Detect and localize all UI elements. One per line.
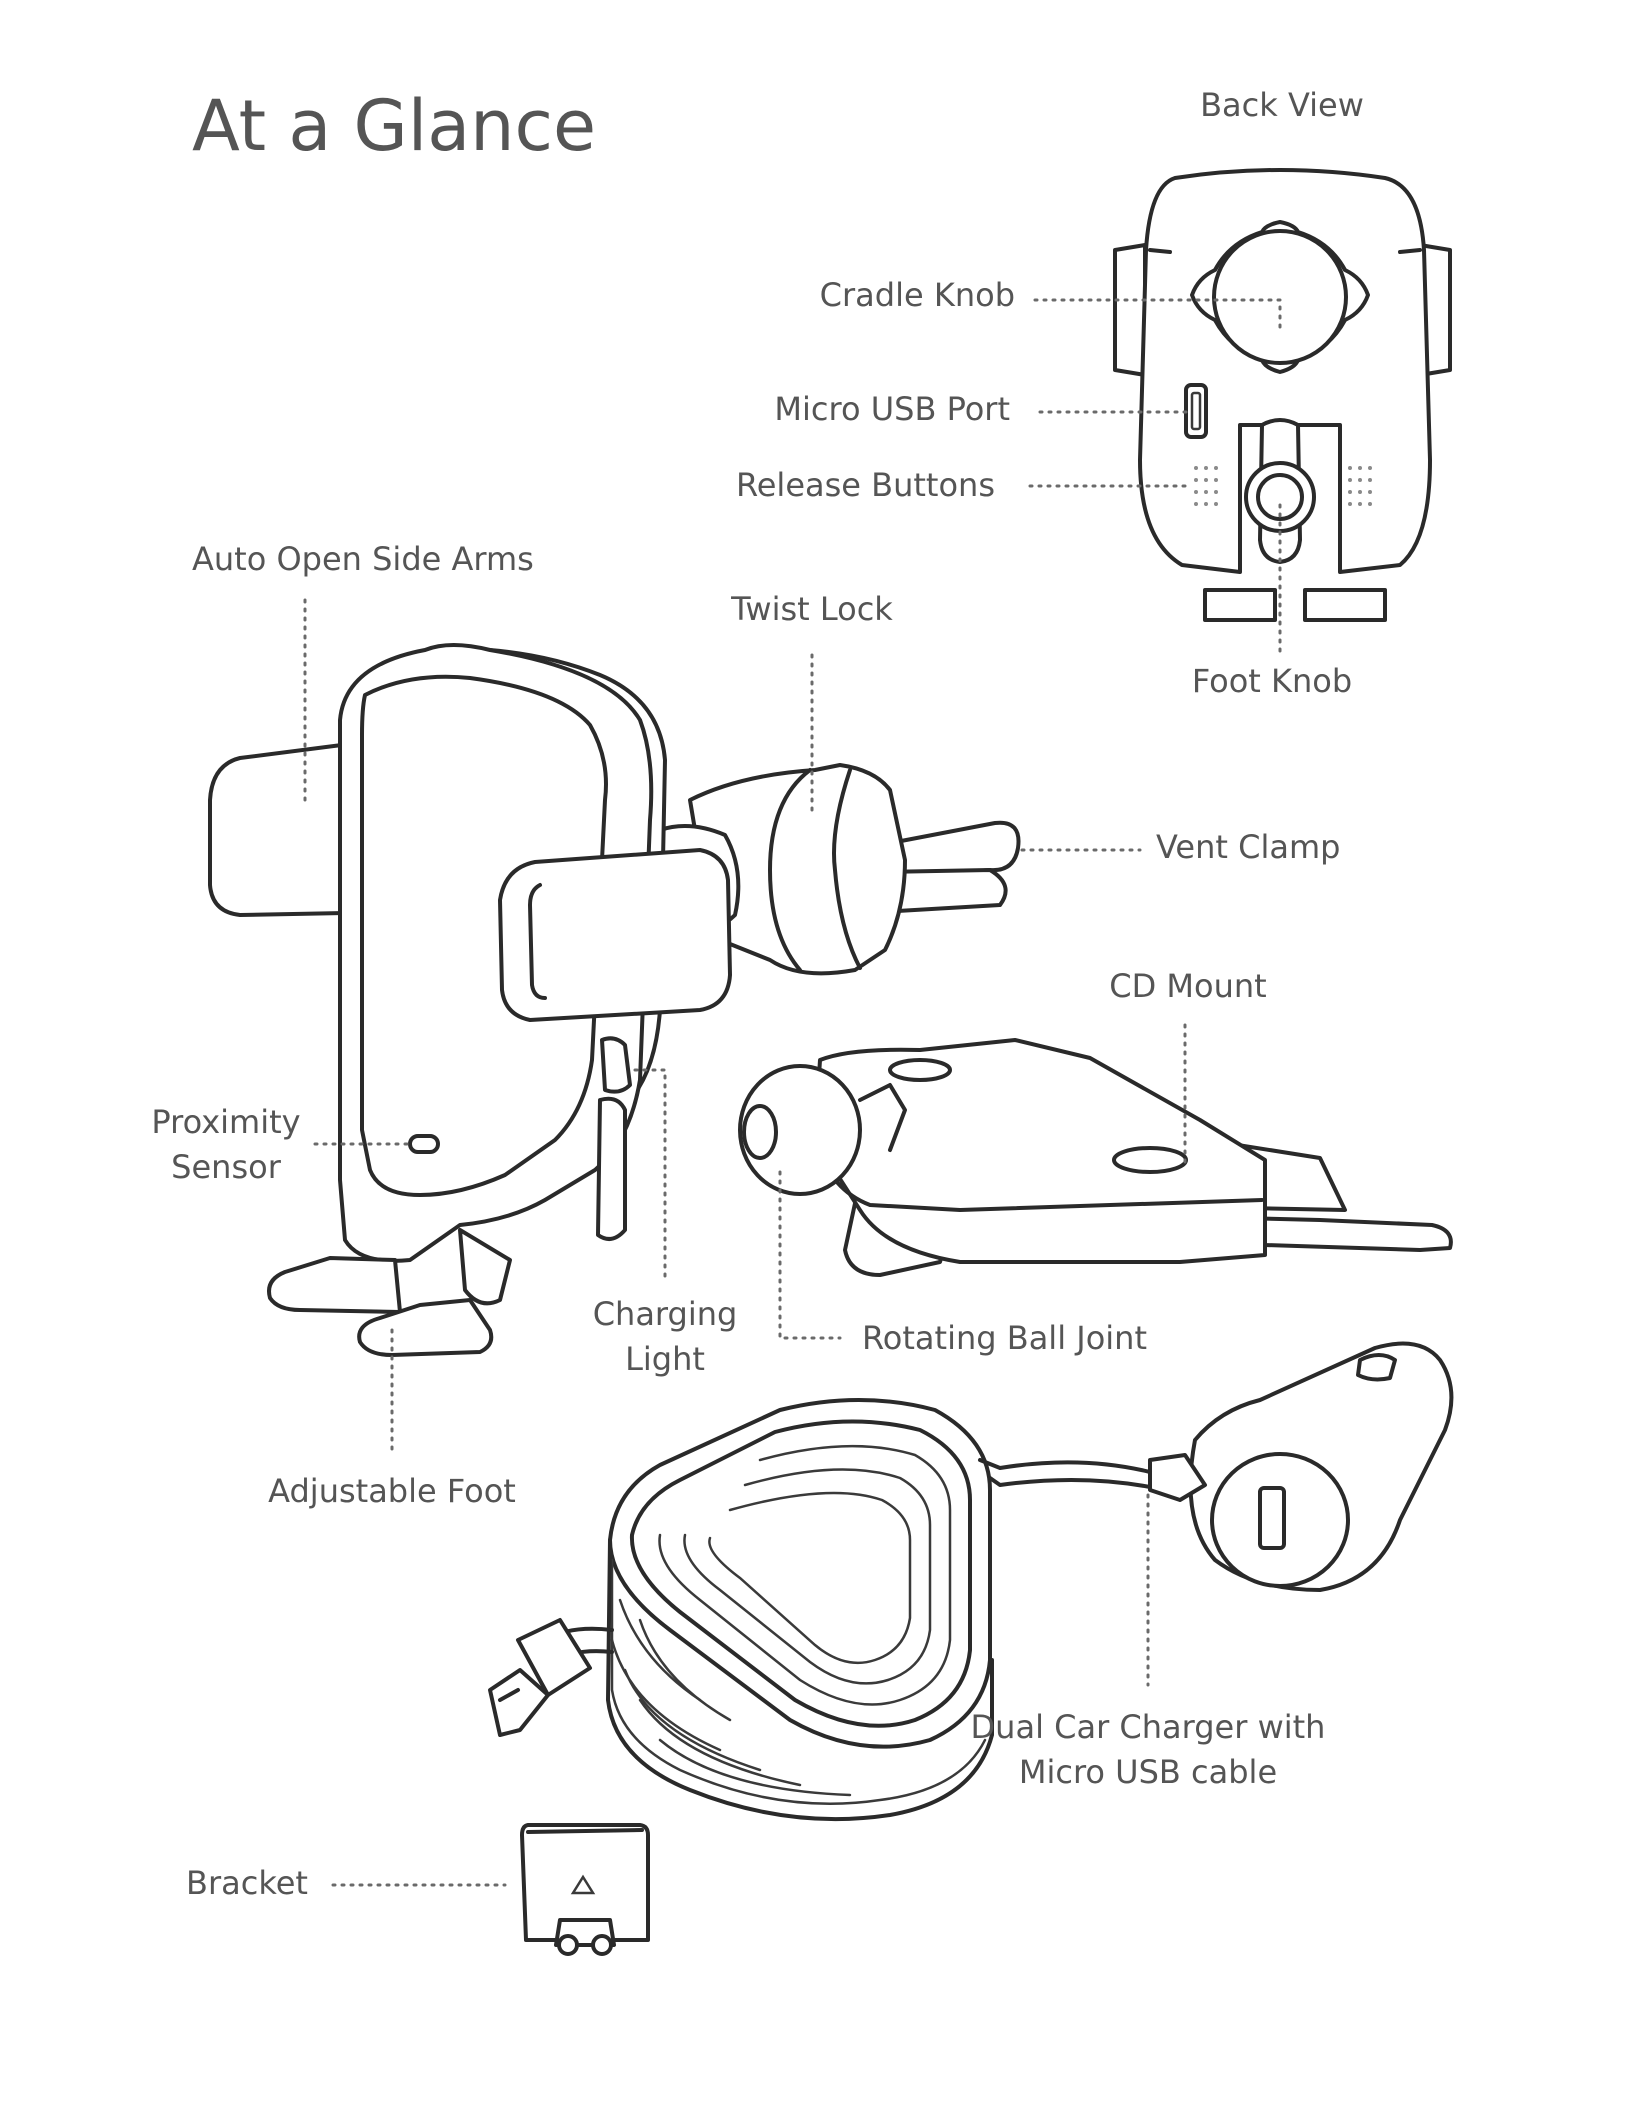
rotating-ball-joint-leader xyxy=(780,1172,840,1338)
bracket-label: Bracket xyxy=(186,1864,308,1902)
proximity-sensor-label-line2: Sensor xyxy=(171,1148,282,1186)
rotating-ball-joint-label: Rotating Ball Joint xyxy=(862,1319,1147,1357)
charging-light-label-line1: Charging xyxy=(593,1295,738,1333)
dual-car-charger-label-line2: Micro USB cable xyxy=(1019,1753,1277,1791)
vent-clamp-label: Vent Clamp xyxy=(1156,828,1340,866)
twist-lock-label: Twist Lock xyxy=(730,590,893,628)
cd-mount-illustration xyxy=(740,1040,1451,1275)
charging-light-leader xyxy=(635,1070,665,1280)
release-buttons-label: Release Buttons xyxy=(736,466,995,504)
dual-car-charger-illustration xyxy=(490,1344,1451,1820)
cradle-knob-label: Cradle Knob xyxy=(820,276,1015,314)
micro-usb-port-label: Micro USB Port xyxy=(774,390,1010,428)
cd-mount-label: CD Mount xyxy=(1109,967,1266,1005)
page-title: At a Glance xyxy=(192,85,596,167)
dual-car-charger-label-line1: Dual Car Charger with xyxy=(971,1708,1326,1746)
foot-knob-label: Foot Knob xyxy=(1192,662,1352,700)
auto-open-side-arms-label: Auto Open Side Arms xyxy=(192,540,534,578)
charging-light-label-line2: Light xyxy=(625,1340,705,1378)
back-view-heading: Back View xyxy=(1200,86,1364,124)
proximity-sensor-label-line1: Proximity xyxy=(151,1103,300,1141)
bracket-illustration xyxy=(522,1825,648,1954)
adjustable-foot-label: Adjustable Foot xyxy=(268,1472,516,1510)
back-view-illustration xyxy=(1115,170,1450,620)
